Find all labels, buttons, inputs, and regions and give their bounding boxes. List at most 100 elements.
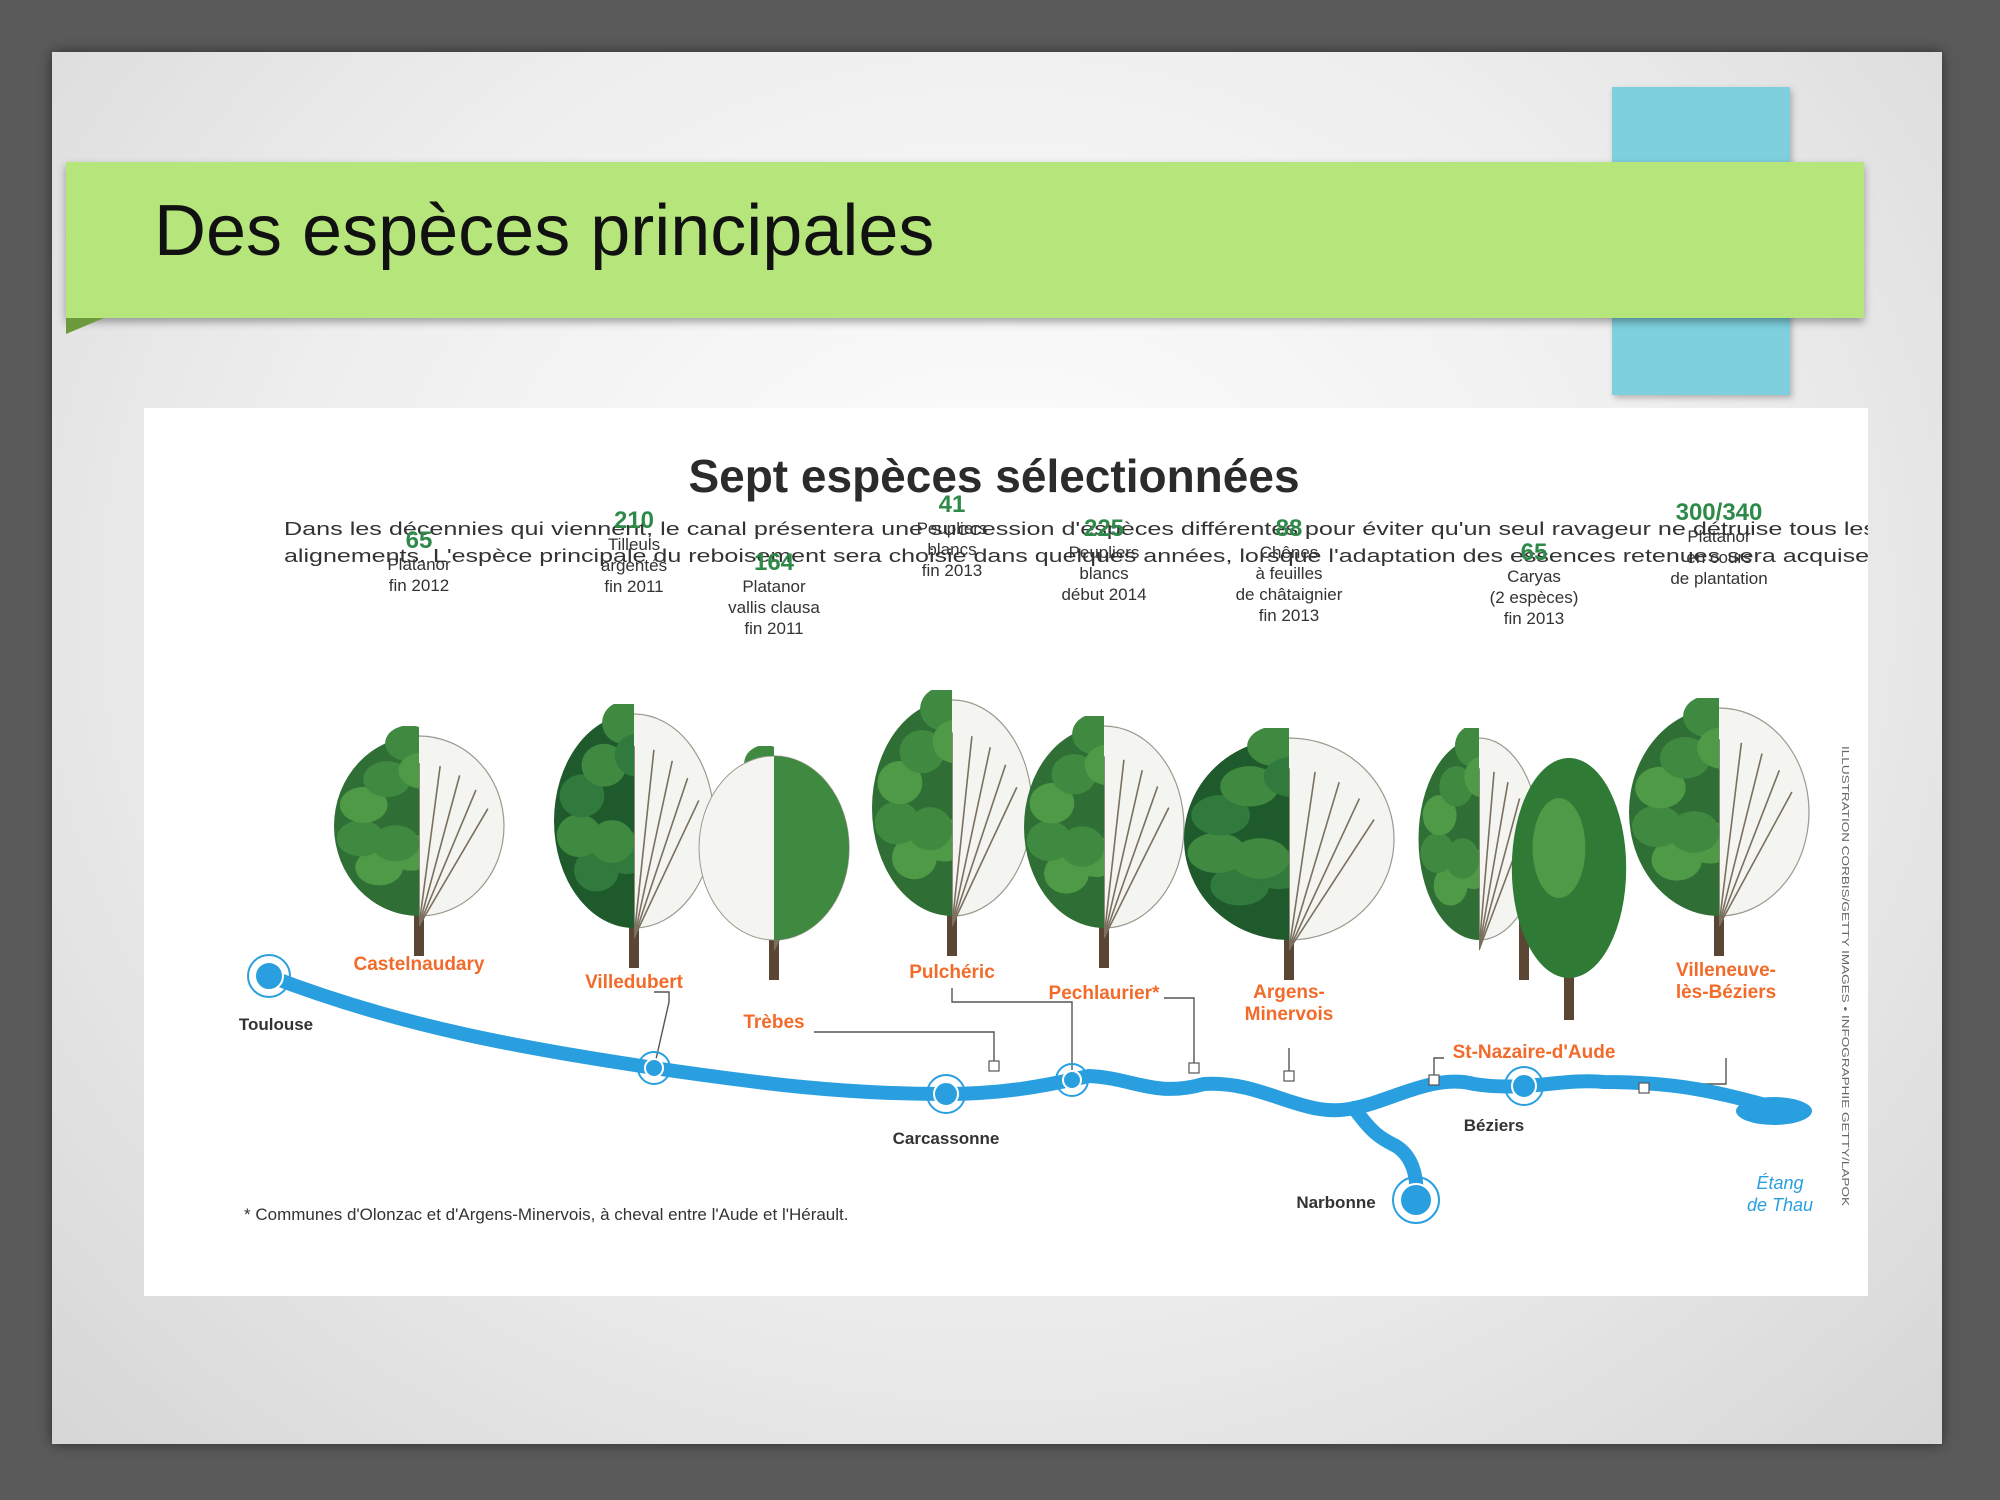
tree-2	[554, 704, 715, 968]
etang-de-thau-shape	[1736, 1097, 1812, 1125]
species-site-label: Argens-	[1253, 982, 1325, 1003]
species-count: 65	[406, 527, 433, 554]
species-site-label: Castelnaudary	[354, 954, 485, 975]
canal-markers	[247, 954, 1650, 1224]
city-node-carcassonne	[933, 1081, 959, 1107]
species-count: 65	[1521, 539, 1548, 566]
species-site-label: Pulchéric	[909, 962, 995, 983]
tree-7	[1418, 728, 1627, 1020]
city-etang-line-2: de Thau	[1747, 1195, 1813, 1215]
species-description: fin 2013	[922, 561, 983, 580]
species-site-label: Villeneuve-	[1676, 960, 1776, 981]
species-count: 41	[939, 491, 966, 518]
species-site-label: Trèbes	[743, 1012, 804, 1033]
site-node	[644, 1058, 664, 1078]
species-description: Peupliers	[1069, 543, 1140, 562]
city-beziers: Béziers	[1464, 1116, 1524, 1135]
tree-4	[872, 690, 1033, 956]
site-marker	[1188, 1062, 1200, 1074]
species-count: 210	[614, 507, 654, 534]
site-node	[1062, 1070, 1082, 1090]
tree-crown-leafy	[872, 690, 952, 916]
infographic-canvas: Sept espèces sélectionnées Dans les déce…	[239, 450, 1868, 1224]
species-description: blancs	[1079, 564, 1128, 583]
city-node-narbonne-ring	[1392, 1176, 1440, 1224]
leader-line	[951, 988, 1073, 1080]
tree-1	[334, 726, 505, 956]
tree-5	[1024, 716, 1185, 968]
tree-crown-leafy	[1629, 698, 1719, 916]
site-node-ring	[637, 1051, 671, 1085]
species-description: fin 2013	[1259, 606, 1320, 625]
city-node-toulouse	[254, 961, 284, 991]
species-count: 164	[754, 549, 795, 576]
intro-line-2: alignements. L'espèce principale du rebo…	[284, 546, 1868, 566]
city-etang-line-1: Étang	[1756, 1173, 1803, 1193]
species-count: 300/340	[1676, 499, 1763, 526]
leader-line	[653, 991, 670, 1069]
leader-line	[814, 1031, 995, 1066]
species-count: 225	[1084, 515, 1124, 542]
tree-crown-left	[1418, 728, 1479, 940]
species-description: argentés	[601, 556, 667, 575]
slide: Des espèces principales Sept espèces sél…	[52, 52, 1942, 1444]
species-site-label: Minervois	[1245, 1004, 1334, 1025]
tree-trunk	[1519, 920, 1529, 980]
site-marker	[1428, 1074, 1440, 1086]
site-marker	[988, 1060, 1000, 1072]
tree-crown-bare-left	[698, 756, 774, 941]
tree-8	[1629, 698, 1810, 956]
site-node-ring	[1055, 1063, 1089, 1097]
tree-crown-bare	[1104, 725, 1185, 939]
city-node-beziers	[1511, 1073, 1537, 1099]
intro-line-1: Dans les décennies qui viennent, le cana…	[284, 519, 1868, 539]
species-description: vallis clausa	[728, 598, 820, 617]
species-description: en cours	[1686, 548, 1751, 567]
leader-line	[1164, 997, 1195, 1068]
tree-crown-bare	[1289, 737, 1395, 951]
city-narbonne: Narbonne	[1296, 1193, 1375, 1212]
tree-crown-leafy-right	[774, 756, 849, 940]
species-site-label: Pechlaurier*	[1049, 983, 1160, 1004]
title-banner	[66, 162, 1864, 318]
leader-line	[1433, 1057, 1444, 1080]
tree-crown-leafy	[334, 726, 419, 916]
species-description: Peupliers	[917, 519, 988, 538]
city-toulouse: Toulouse	[239, 1015, 313, 1034]
species-description: début 2014	[1061, 585, 1146, 604]
species-description: fin 2011	[744, 619, 803, 638]
infographic-heading: Sept espèces sélectionnées	[688, 450, 1299, 502]
city-node-carcassonne-ring	[926, 1074, 966, 1114]
banner-fold	[66, 318, 104, 334]
city-node-narbonne	[1399, 1183, 1433, 1217]
tree-illustrations	[334, 690, 1810, 1020]
city-node-toulouse-ring	[247, 954, 291, 998]
species-description: fin 2012	[389, 576, 450, 595]
species-description: Platanor	[742, 577, 806, 596]
species-description: blancs	[927, 540, 976, 559]
tree-crown-bare	[419, 735, 505, 927]
species-description: à feuilles	[1255, 564, 1322, 583]
species-description: (2 espèces)	[1490, 588, 1579, 607]
infographic: Sept espèces sélectionnées Dans les déce…	[144, 408, 1868, 1296]
tree-crown-leafy	[1184, 728, 1289, 940]
species-description: Chênes	[1260, 543, 1319, 562]
species-site-label: lès-Béziers	[1676, 982, 1776, 1003]
site-marker	[1638, 1082, 1650, 1094]
species-description: Tilleuls	[608, 535, 660, 554]
slide-title: Des espèces principales	[154, 191, 935, 271]
city-carcassonne: Carcassonne	[893, 1129, 1000, 1148]
species-description: de châtaignier	[1236, 585, 1343, 604]
tree-crown-leafy	[1024, 716, 1104, 928]
species-description: Platanor	[387, 555, 451, 574]
tree-trunk	[1564, 970, 1574, 1020]
tree-6	[1184, 728, 1395, 980]
species-description: Platanor	[1687, 527, 1751, 546]
tree-crown-bare	[1719, 707, 1810, 927]
species-description: fin 2013	[1504, 609, 1565, 628]
tree-crown-bare	[952, 699, 1033, 927]
species-site-label: Villedubert	[585, 972, 684, 993]
tree-3	[698, 746, 850, 980]
species-description: fin 2011	[604, 577, 663, 596]
